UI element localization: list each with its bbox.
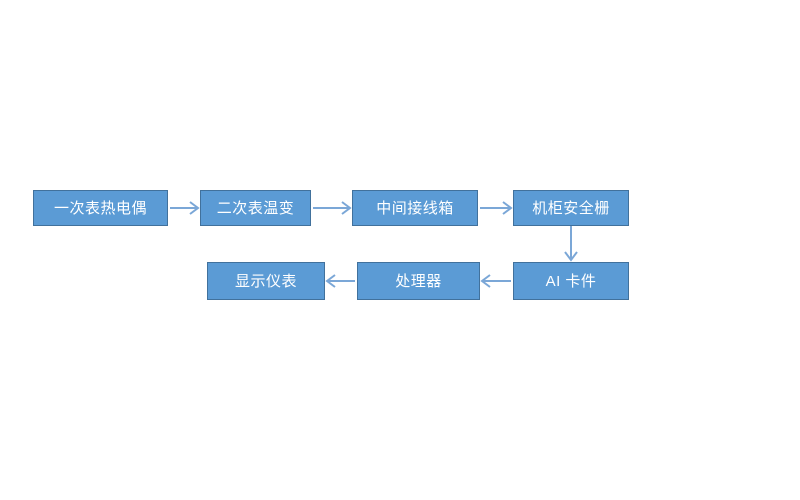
arrow-processor-to-display	[325, 274, 355, 288]
node-label: AI 卡件	[545, 272, 597, 290]
arrow-barrier-to-ai-card	[564, 226, 578, 262]
arrow-ai-card-to-processor	[480, 274, 511, 288]
node-label: 机柜安全栅	[532, 199, 610, 217]
node-label: 一次表热电偶	[53, 199, 147, 217]
node-cabinet-safety-barrier[interactable]: 机柜安全栅	[513, 190, 629, 226]
node-processor[interactable]: 处理器	[357, 262, 480, 300]
node-label: 二次表温变	[216, 199, 295, 217]
arrow-secondary-to-junction	[313, 201, 352, 215]
node-label: 中间接线箱	[376, 199, 454, 217]
node-primary-thermocouple[interactable]: 一次表热电偶	[33, 190, 168, 226]
node-ai-card[interactable]: AI 卡件	[513, 262, 629, 300]
arrow-primary-to-secondary	[170, 201, 200, 215]
arrow-junction-to-barrier	[480, 201, 513, 215]
node-label: 处理器	[395, 272, 442, 290]
node-secondary-transmitter[interactable]: 二次表温变	[200, 190, 311, 226]
node-junction-box[interactable]: 中间接线箱	[352, 190, 478, 226]
node-label: 显示仪表	[234, 272, 297, 290]
node-display-instrument[interactable]: 显示仪表	[207, 262, 325, 300]
